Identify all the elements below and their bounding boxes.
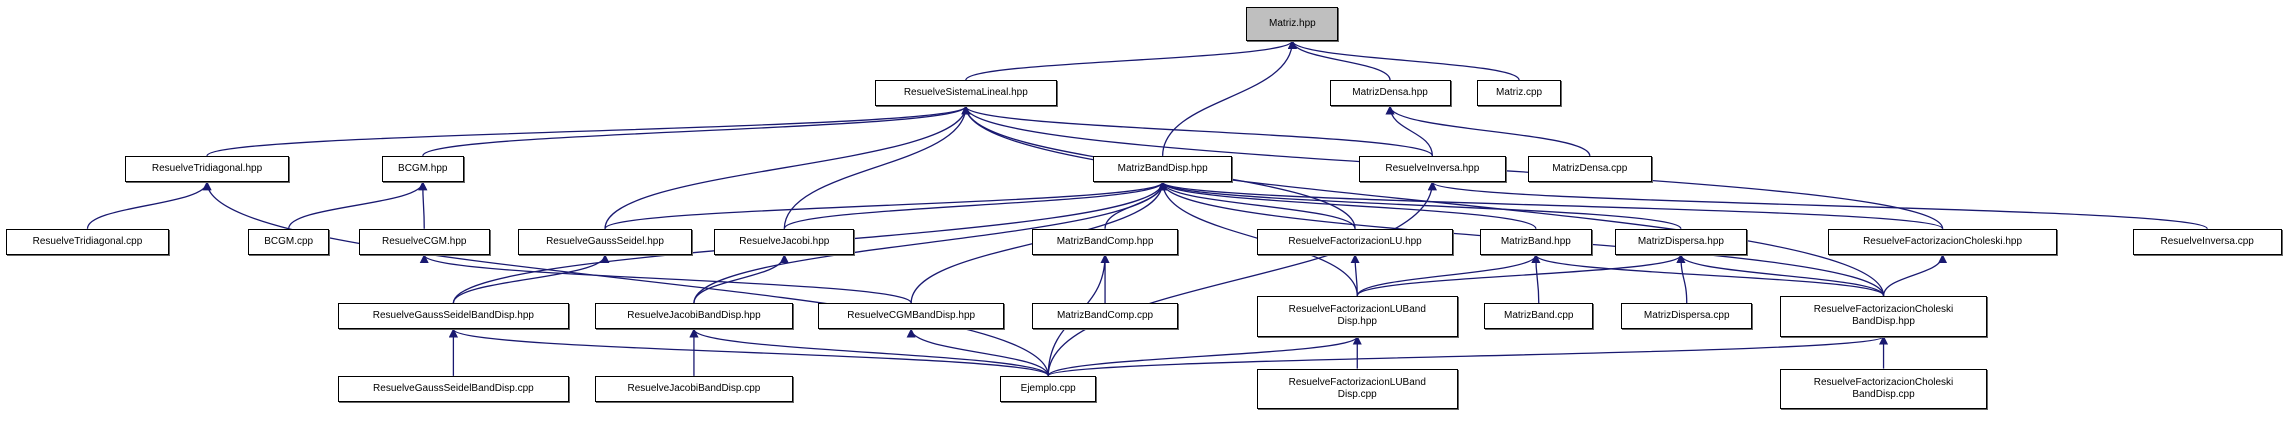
node-rgsbd-cpp[interactable]: ResuelveGaussSeidelBandDisp.cpp	[338, 375, 569, 403]
node-matriz-cpp[interactable]: Matriz.cpp	[1476, 80, 1562, 107]
node-mband-cpp[interactable]: MatrizBand.cpp	[1484, 303, 1594, 330]
edge-ejemplo-cpp-to-rfchbd-hpp	[1047, 335, 1888, 377]
edge-rgsbd-hpp-to-rgs-hpp	[452, 254, 610, 304]
edge-rinv-hpp-to-rsl-hpp	[961, 105, 1433, 157]
edge-rflubd-hpp-to-mband-hpp	[1356, 254, 1541, 297]
node-rjbd-cpp[interactable]: ResuelveJacobiBandDisp.cpp	[594, 375, 794, 403]
edge-rsl-hpp-to-matriz-hpp	[965, 39, 1297, 81]
node-rtri-cpp[interactable]: ResuelveTridiagonal.cpp	[5, 228, 170, 255]
edge-ejemplo-cpp-to-rjbd-hpp	[689, 328, 1049, 377]
node-rgsbd-hpp[interactable]: ResuelveGaussSeidelBandDisp.hpp	[338, 303, 569, 330]
node-rcgmbd-hpp[interactable]: ResuelveCGMBandDisp.hpp	[817, 303, 1005, 330]
edge-rflu-hpp-to-mbd-hpp	[1158, 181, 1356, 229]
edge-mband-hpp-to-mbd-hpp	[1158, 181, 1537, 230]
node-mdensa-hpp[interactable]: MatrizDensa.hpp	[1329, 80, 1451, 107]
edge-mbd-hpp-to-matriz-hpp	[1161, 39, 1297, 156]
node-rinv-hpp[interactable]: ResuelveInversa.hpp	[1358, 155, 1506, 183]
node-mbc-hpp[interactable]: MatrizBandComp.hpp	[1032, 228, 1178, 255]
edge-rtri-cpp-to-rtri-hpp	[86, 181, 212, 229]
node-rflubd-cpp[interactable]: ResuelveFactorizacionLUBand Disp.cpp	[1256, 368, 1458, 410]
node-rcgm-hpp[interactable]: ResuelveCGM.hpp	[358, 228, 490, 255]
node-rjac-hpp[interactable]: ResuelveJacobi.hpp	[714, 228, 855, 255]
node-bcgm-hpp[interactable]: BCGM.hpp	[381, 155, 464, 183]
node-rsl-hpp[interactable]: ResuelveSistemaLineal.hpp	[874, 80, 1057, 107]
edge-rfch-hpp-to-mbd-hpp	[1158, 181, 1944, 230]
edge-rfchbd-hpp-to-mband-hpp	[1531, 254, 1885, 297]
edge-rcgm-hpp-to-bcgm-hpp	[418, 181, 428, 229]
edge-mdisp-cpp-to-mdisp-hpp	[1676, 254, 1688, 304]
edge-ejemplo-cpp-to-rcgmbd-hpp	[906, 328, 1049, 377]
node-mbd-hpp[interactable]: MatrizBandDisp.hpp	[1093, 155, 1232, 183]
node-ejemplo-cpp[interactable]: Ejemplo.cpp	[1000, 375, 1097, 403]
edge-bcgm-cpp-to-bcgm-hpp	[288, 181, 428, 229]
edge-mband-cpp-to-mband-hpp	[1531, 254, 1541, 304]
edge-ejemplo-cpp-to-rflubd-hpp	[1047, 335, 1362, 377]
edge-rgs-hpp-to-mbd-hpp	[604, 181, 1167, 230]
edge-rtri-hpp-to-rsl-hpp	[206, 105, 971, 157]
node-rinv-cpp[interactable]: ResuelveInversa.cpp	[2132, 228, 2282, 255]
edge-rflubd-hpp-to-mdisp-hpp	[1356, 254, 1686, 297]
edge-mdensa-hpp-to-matriz-hpp	[1287, 39, 1391, 81]
node-matriz-hpp[interactable]: Matriz.hpp	[1246, 7, 1339, 41]
node-rfchbd-hpp[interactable]: ResuelveFactorizacionCholeski BandDisp.h…	[1780, 295, 1988, 337]
edge-rfchbd-hpp-to-rfch-hpp	[1882, 254, 1948, 296]
edge-rinv-cpp-to-rinv-hpp	[1428, 181, 2208, 230]
edge-rfchbd-hpp-to-mdisp-hpp	[1676, 254, 1885, 297]
edge-rjbd-hpp-to-mbd-hpp	[693, 181, 1168, 304]
edge-mdensa-cpp-to-mdensa-hpp	[1385, 105, 1591, 157]
node-rflu-hpp[interactable]: ResuelveFactorizacionLU.hpp	[1256, 228, 1454, 255]
node-mbc-cpp[interactable]: MatrizBandComp.cpp	[1032, 303, 1178, 330]
edge-rjac-hpp-to-mbd-hpp	[783, 181, 1168, 230]
node-rflubd-hpp[interactable]: ResuelveFactorizacionLUBand Disp.hpp	[1256, 295, 1458, 337]
edge-mdisp-hpp-to-mbd-hpp	[1158, 181, 1682, 230]
edge-ejemplo-cpp-to-rtri-hpp	[202, 181, 1049, 376]
node-bcgm-cpp[interactable]: BCGM.cpp	[247, 228, 330, 255]
edges	[86, 39, 2208, 377]
node-mdensa-cpp[interactable]: MatrizDensa.cpp	[1527, 155, 1652, 183]
node-mdisp-cpp[interactable]: MatrizDispersa.cpp	[1621, 303, 1753, 330]
node-rgs-hpp[interactable]: ResuelveGaussSeidel.hpp	[517, 228, 693, 255]
node-rfchbd-cpp[interactable]: ResuelveFactorizacionCholeski BandDisp.c…	[1780, 368, 1988, 410]
node-rfch-hpp[interactable]: ResuelveFactorizacionCholeski.hpp	[1828, 228, 2058, 255]
edge-bcgm-hpp-to-rsl-hpp	[422, 105, 971, 157]
edge-rcgmbd-hpp-to-rcgm-hpp	[419, 254, 912, 304]
edge-rjbd-hpp-to-rjac-hpp	[693, 254, 789, 304]
node-mdisp-hpp[interactable]: MatrizDispersa.hpp	[1615, 228, 1747, 255]
edge-rflubd-hpp-to-rflu-hpp	[1350, 254, 1360, 296]
edge-ejemplo-cpp-to-rinv-hpp	[1047, 181, 1437, 376]
node-mband-hpp[interactable]: MatrizBand.hpp	[1479, 228, 1592, 255]
node-rjbd-hpp[interactable]: ResuelveJacobiBandDisp.hpp	[594, 303, 794, 330]
node-rtri-hpp[interactable]: ResuelveTridiagonal.hpp	[125, 155, 289, 183]
edge-rjac-hpp-to-rsl-hpp	[783, 105, 971, 229]
edge-ejemplo-cpp-to-rgsbd-hpp	[449, 328, 1049, 377]
edge-rgs-hpp-to-rsl-hpp	[604, 105, 971, 229]
edge-matriz-cpp-to-matriz-hpp	[1287, 39, 1520, 81]
